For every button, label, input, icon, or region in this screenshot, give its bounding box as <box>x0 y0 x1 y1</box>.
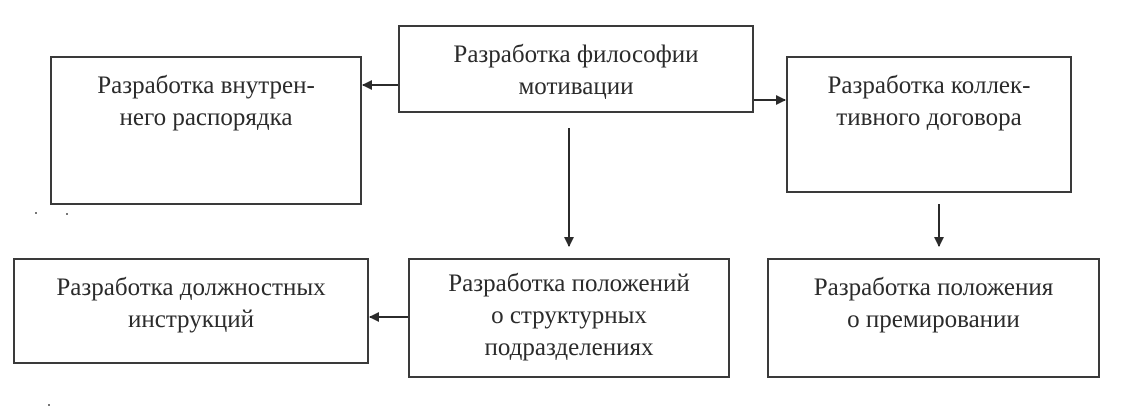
node-text-line: Разработка должностных <box>56 274 326 301</box>
scan-speck <box>35 212 37 214</box>
node-text-line: о структурных <box>491 302 647 329</box>
node-text-line: Разработка философии <box>453 41 699 68</box>
node-text-line: Разработка коллек- <box>827 72 1031 99</box>
node-bonus-regulations: Разработка положения о премировании <box>767 258 1100 378</box>
node-internal-regulations: Разработка внутрен- него распорядка <box>50 56 362 205</box>
node-text-line: него распорядка <box>119 104 293 131</box>
node-job-descriptions: Разработка должностных инструкций <box>13 258 369 364</box>
node-motivation-philosophy: Разработка философии мотивации <box>398 25 754 113</box>
node-department-regulations: Разработка положений о структурных подра… <box>408 258 730 378</box>
node-text-line: мотивации <box>518 73 634 100</box>
scan-speck <box>66 213 68 215</box>
node-text-line: о премировании <box>847 306 1020 333</box>
node-collective-agreement: Разработка коллек- тивного договора <box>786 56 1072 193</box>
node-text-line: Разработка внутрен- <box>97 72 315 99</box>
node-text-line: тивного договора <box>836 104 1022 131</box>
node-text-line: подразделениях <box>484 334 654 361</box>
node-text-line: Разработка положений <box>448 270 690 297</box>
scan-speck <box>48 404 50 406</box>
node-text-line: Разработка положения <box>813 274 1054 301</box>
node-text-line: инструкций <box>127 306 255 333</box>
